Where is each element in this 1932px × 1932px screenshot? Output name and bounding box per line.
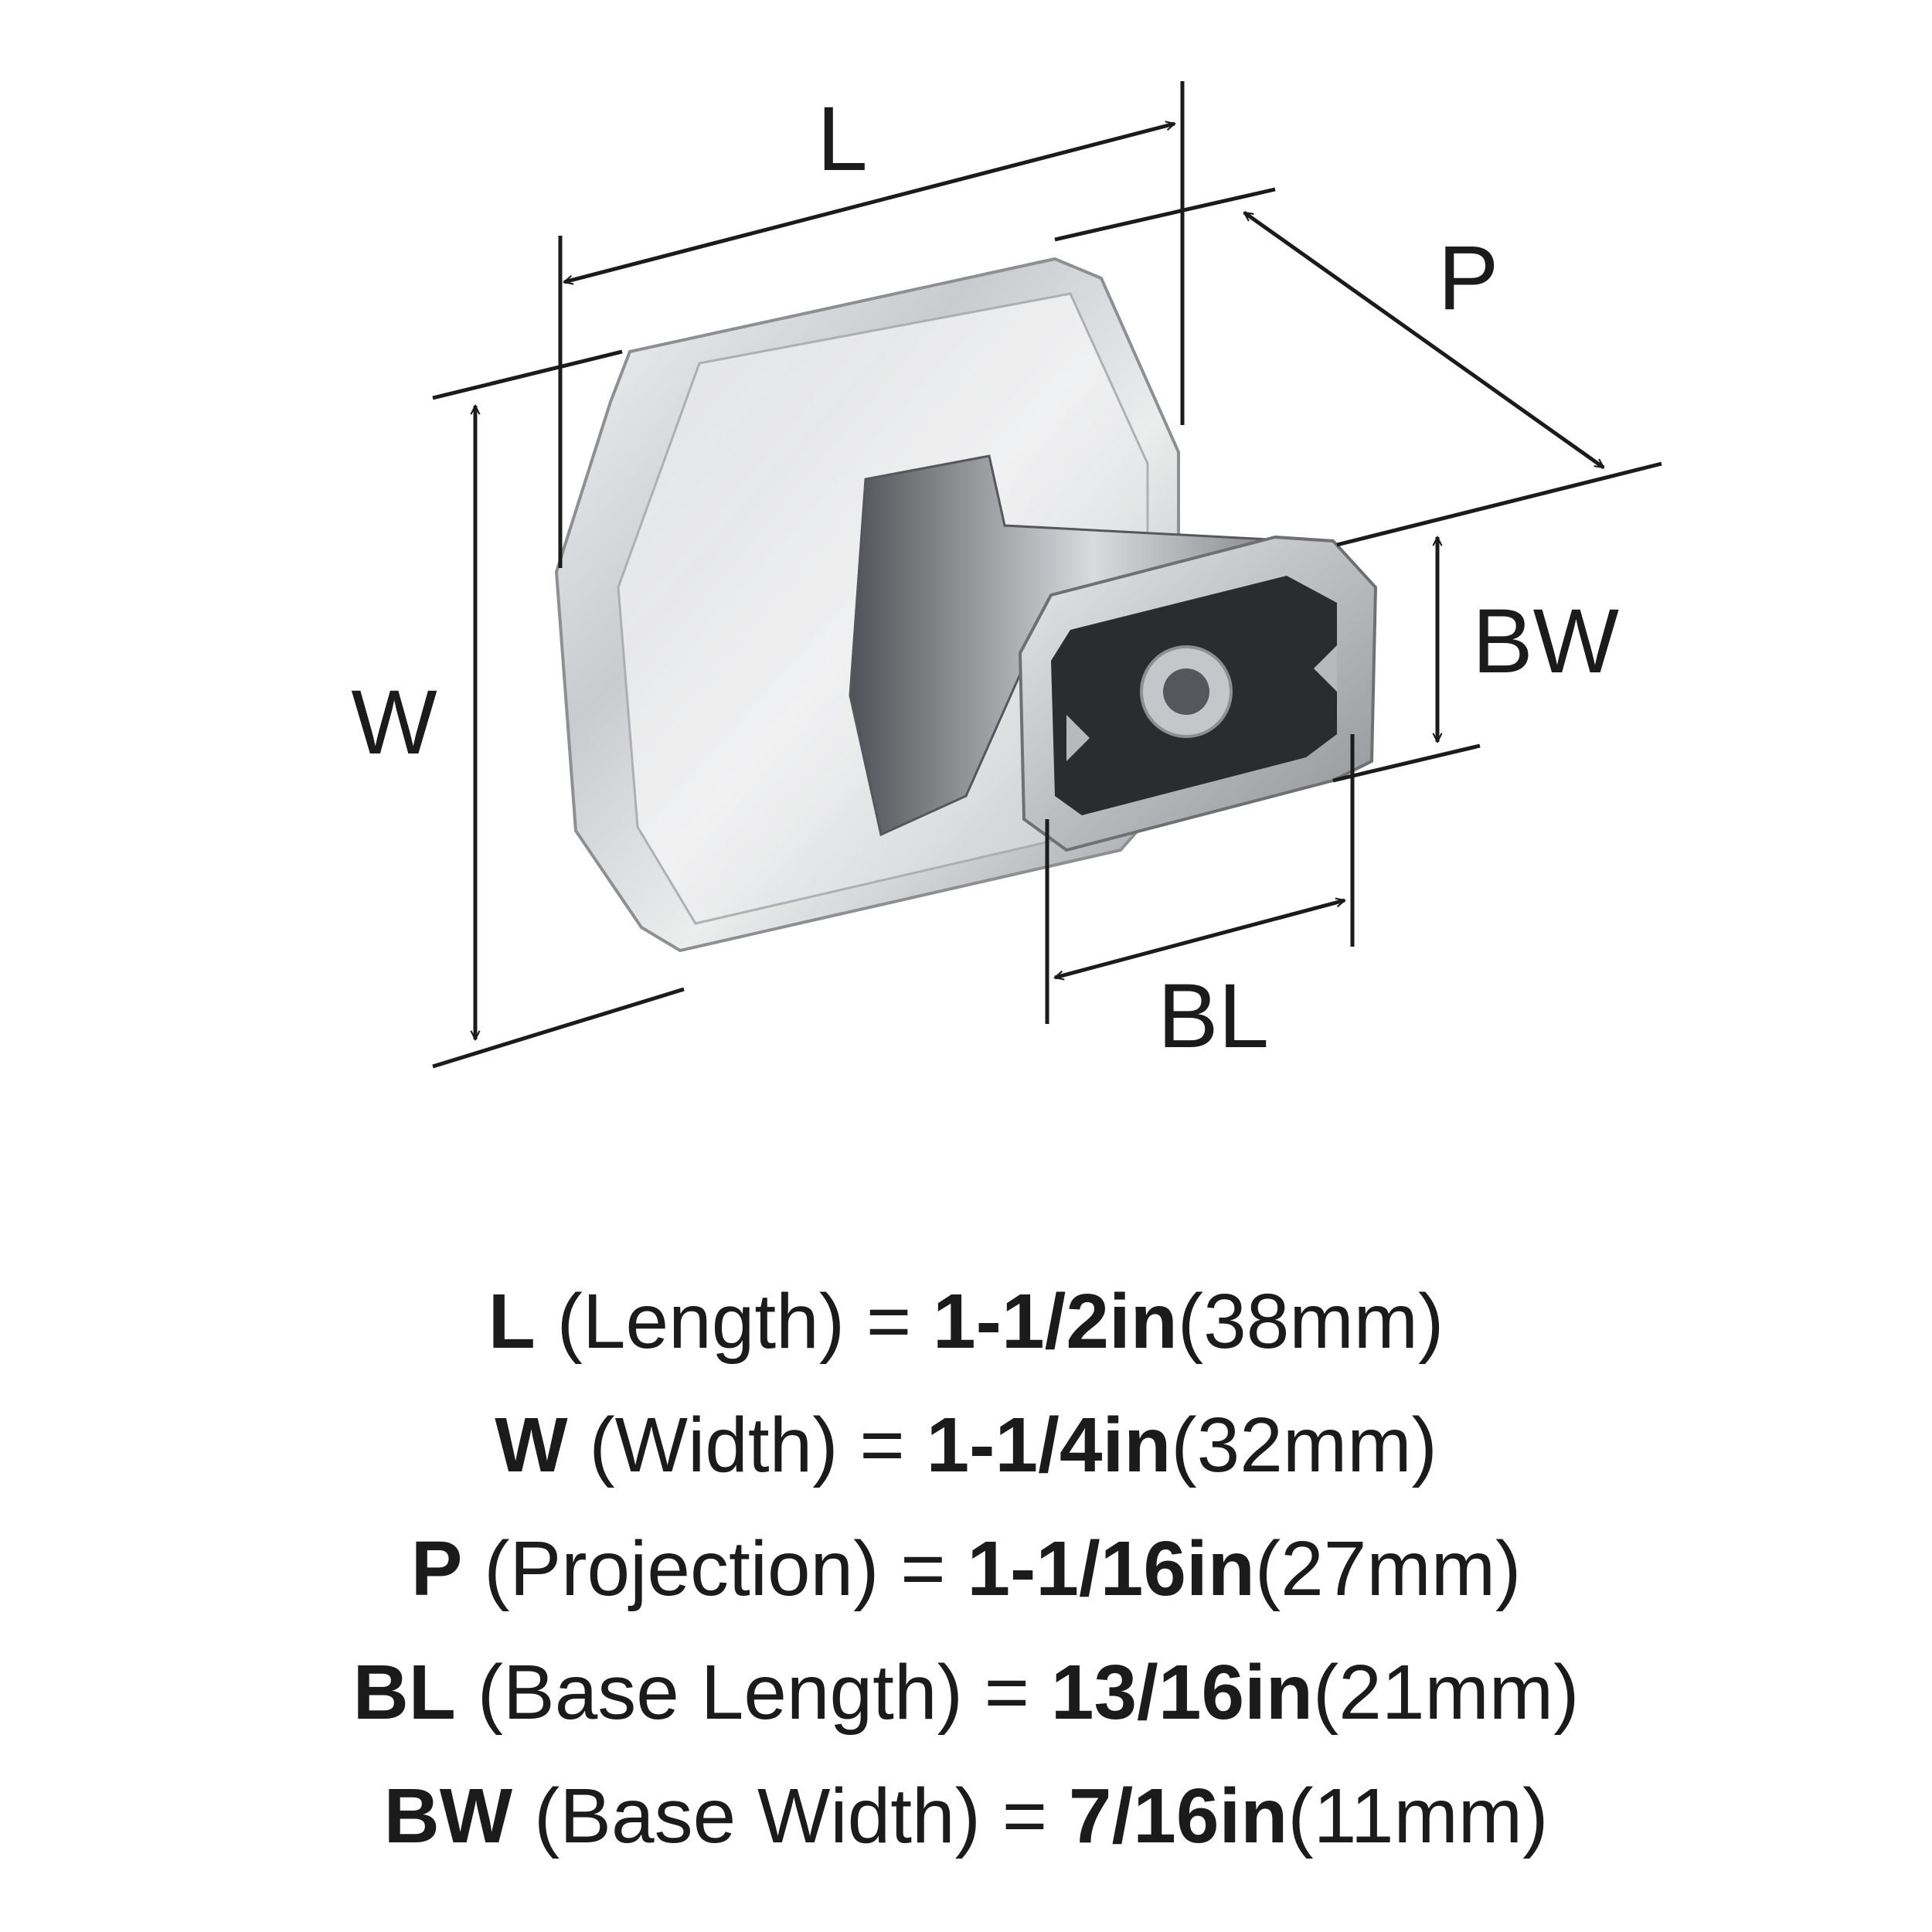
spec-description: (Length) = <box>535 1278 934 1365</box>
w-extension-bottom <box>432 987 685 1069</box>
spec-imperial: 1-1/4in <box>926 1402 1172 1488</box>
bw-extension-bottom <box>1332 743 1481 783</box>
spec-description: (Base Length) = <box>455 1649 1051 1736</box>
spec-symbol: L <box>488 1278 536 1365</box>
spec-symbol: P <box>410 1526 463 1612</box>
spec-metric: (38mm) <box>1177 1278 1444 1365</box>
pin-right <box>1314 645 1337 692</box>
p-extension-bottom <box>1336 461 1662 547</box>
spec-imperial: 1-1/2in <box>933 1278 1178 1365</box>
screw-hole-inner <box>1163 668 1209 715</box>
spec-symbol: BW <box>383 1773 513 1859</box>
label-l: L <box>817 88 868 190</box>
spec-description: (Projection) = <box>462 1526 968 1612</box>
spec-imperial: 1-1/16in <box>967 1526 1255 1612</box>
bl-dimension-line <box>1055 900 1345 978</box>
spec-metric: (32mm) <box>1171 1402 1437 1488</box>
pin-left <box>1066 715 1090 761</box>
label-w: W <box>351 672 437 774</box>
spec-symbol: W <box>495 1402 568 1488</box>
spec-metric: (27mm) <box>1254 1526 1522 1612</box>
p-extension-top <box>1054 187 1276 242</box>
dimension-specs: L (Length) = 1-1/2in(38mm) W (Width) = 1… <box>0 1260 1932 1878</box>
spec-description: (Base Width) = <box>512 1773 1069 1859</box>
spec-imperial: 7/16in <box>1068 1773 1288 1859</box>
spec-row-width: W (Width) = 1-1/4in(32mm) <box>0 1383 1932 1507</box>
label-bl: BL <box>1158 965 1269 1067</box>
label-p: P <box>1438 227 1499 329</box>
dimension-lines <box>432 81 1662 1069</box>
spec-row-projection: P (Projection) = 1-1/16in(27mm) <box>0 1507 1932 1631</box>
dimension-diagram: L P W BW BL <box>351 81 1662 1069</box>
hook-product-illustration <box>554 257 1378 953</box>
spec-row-length: L (Length) = 1-1/2in(38mm) <box>0 1260 1932 1383</box>
spec-row-base-width: BW (Base Width) = 7/16in(11mm) <box>0 1754 1932 1878</box>
spec-row-base-length: BL (Base Length) = 13/16in(21mm) <box>0 1631 1932 1754</box>
spec-description: (Width) = <box>567 1402 927 1488</box>
label-bw: BW <box>1472 590 1619 692</box>
l-dimension-line <box>564 124 1175 282</box>
spec-imperial: 13/16in <box>1050 1649 1313 1736</box>
spec-metric: (21mm) <box>1312 1649 1580 1736</box>
p-dimension-line <box>1244 210 1604 470</box>
spec-symbol: BL <box>352 1649 456 1736</box>
w-extension-top <box>432 349 623 400</box>
spec-metric: (11mm) <box>1287 1773 1549 1859</box>
